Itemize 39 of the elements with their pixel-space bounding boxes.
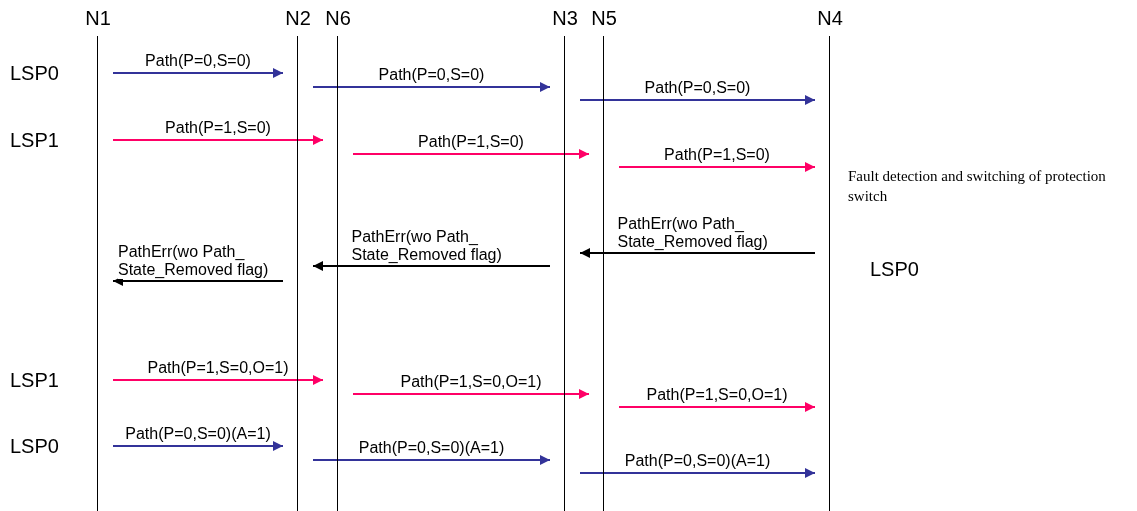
arrow: [352, 149, 590, 159]
edge-label: Path(P=0,S=0)(A=1): [358, 439, 505, 457]
lsp-label: LSP0: [10, 435, 59, 458]
arrow: [312, 455, 551, 465]
lsp-label: LSP0: [10, 62, 59, 85]
node-name: N4: [816, 6, 844, 30]
note-text: Fault detection and switching of protection switch: [848, 167, 1107, 206]
edge-label: Path(P=1,S=0): [418, 133, 524, 151]
node-name: N6: [324, 6, 352, 30]
node-name: N1: [84, 6, 112, 30]
edge-label: Path(P=1,S=0): [664, 146, 770, 164]
edge-label: Path(P=0,S=0): [378, 66, 485, 84]
node-name: N5: [590, 6, 618, 30]
node-name: N3: [551, 6, 579, 30]
lsp-label: LSP0: [870, 258, 919, 281]
arrow: [312, 82, 551, 92]
arrow: [579, 95, 816, 105]
arrow: [352, 389, 590, 399]
lsp-label: LSP1: [10, 129, 59, 152]
edge-label: Path(P=1,S=0,O=1): [646, 386, 788, 404]
edge-label: Path(P=1,S=0,O=1): [147, 359, 289, 377]
node-name: N2: [284, 6, 312, 30]
lsp-label: LSP1: [10, 369, 59, 392]
edge-label: Path(P=0,S=0)(A=1): [624, 452, 771, 470]
arrow: [112, 441, 284, 451]
arrow: [112, 135, 324, 145]
arrow: [618, 162, 816, 172]
edge-label: Path(P=0,S=0): [644, 79, 751, 97]
arrow: [112, 375, 324, 385]
edge-label: Path(P=0,S=0): [145, 52, 251, 70]
edge-label: Path(P=1,S=0,O=1): [400, 373, 542, 391]
arrow: [618, 402, 816, 412]
edge-label: Path(P=1,S=0): [165, 119, 271, 137]
edge-label: Path(P=0,S=0)(A=1): [125, 425, 271, 443]
arrow: [579, 248, 816, 258]
arrow: [112, 276, 284, 286]
arrow: [312, 261, 551, 271]
arrow: [579, 468, 816, 478]
arrow: [112, 68, 284, 78]
